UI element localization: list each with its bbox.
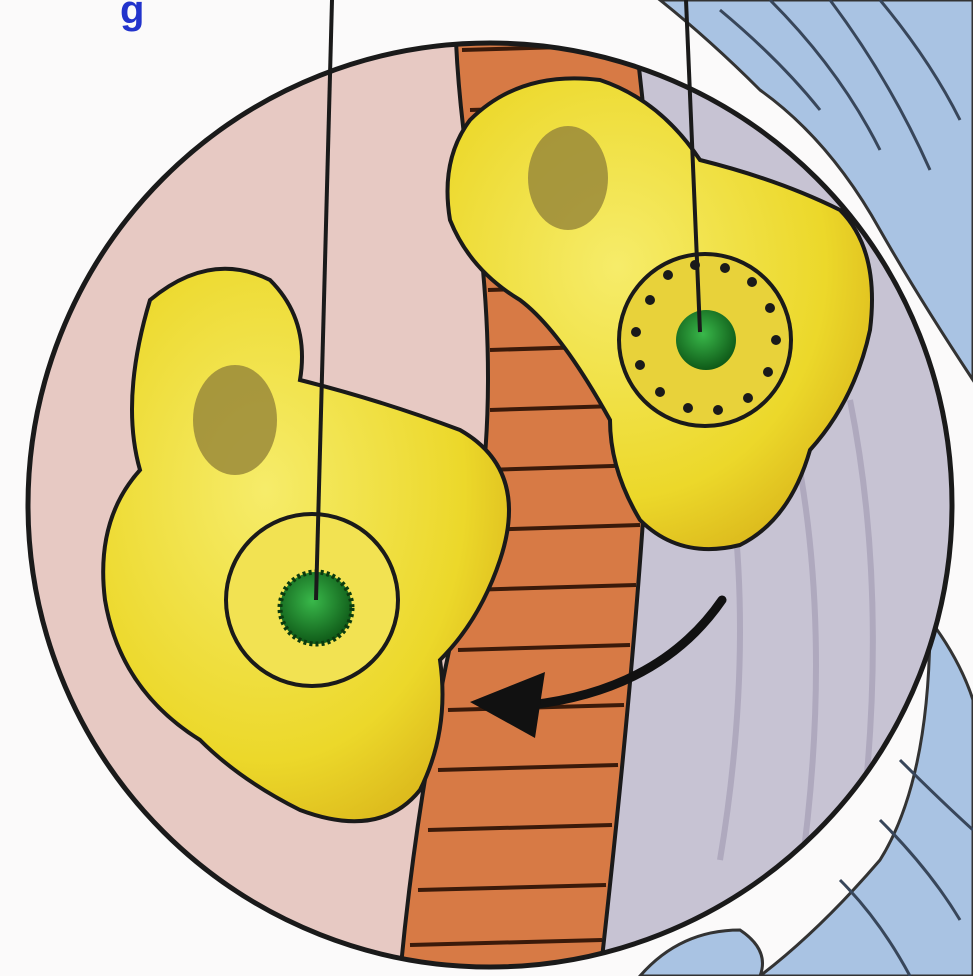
right-cell-nucleus <box>528 126 608 230</box>
left-cell-nucleus <box>193 365 277 475</box>
right-cell-green-granule <box>676 310 736 370</box>
